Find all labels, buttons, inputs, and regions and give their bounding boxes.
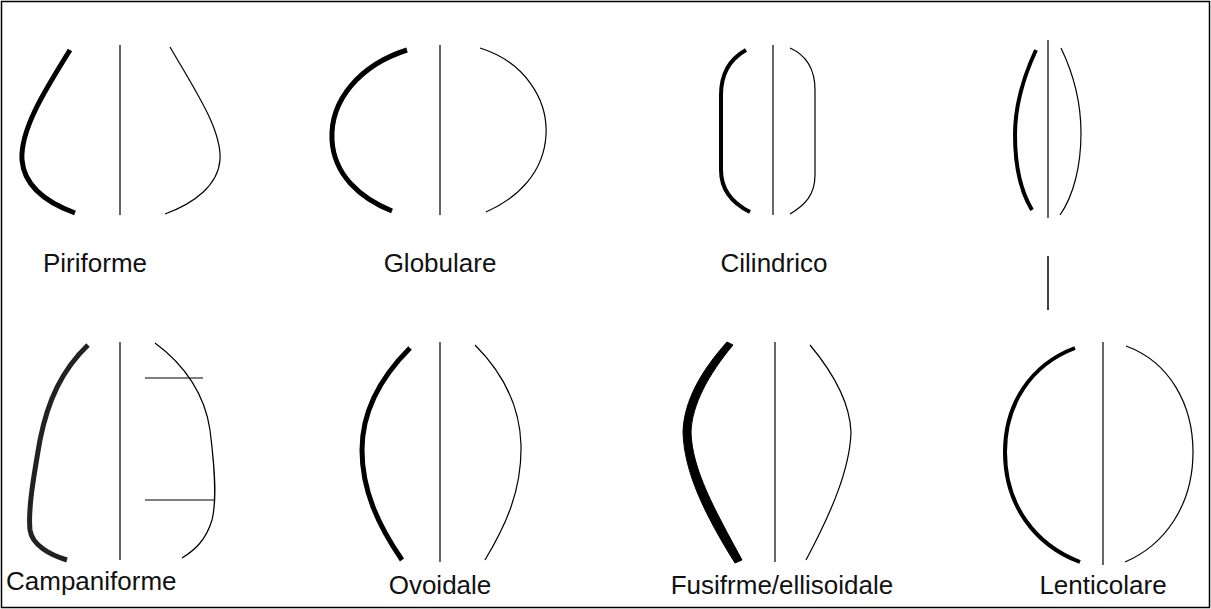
axis-line — [439, 45, 440, 215]
shape-name: Cilindrico — [721, 248, 828, 279]
axis-line — [1102, 342, 1103, 565]
axis-line — [119, 45, 120, 215]
narrow-profile — [1015, 50, 1036, 210]
ovoid-profile — [362, 348, 410, 560]
axis-line — [772, 45, 773, 215]
cylindrical-profile — [721, 50, 750, 212]
shape-name: Fusifrme/ellisoidale — [671, 570, 894, 601]
section-line — [145, 377, 203, 378]
lenticular-profile — [1005, 348, 1080, 562]
lenticular-outline — [1125, 346, 1193, 562]
axis-line — [1047, 40, 1048, 218]
narrow-outline — [1060, 48, 1081, 215]
fusiform-outline — [806, 345, 851, 560]
section-line — [145, 499, 215, 500]
axis-line — [119, 342, 120, 560]
axis-line — [774, 342, 775, 562]
shape-name: Piriforme — [43, 248, 147, 279]
fusiform-profile — [683, 342, 742, 563]
shape-name: Ovoidale — [389, 570, 492, 601]
shape-name: Globulare — [384, 248, 497, 279]
globular-outline — [480, 48, 546, 212]
piriform-profile — [22, 50, 75, 213]
ovoid-outline — [475, 345, 521, 560]
piriform-outline — [165, 47, 220, 214]
cylindrical-outline — [790, 48, 815, 214]
globular-profile — [332, 50, 407, 211]
shape-name: Lenticolare — [1039, 570, 1166, 601]
axis-line — [439, 342, 440, 562]
shape-name: Campaniforme — [6, 566, 177, 597]
axis-line — [1047, 256, 1049, 310]
bell-profile — [30, 345, 88, 560]
bell-outline — [155, 343, 215, 558]
